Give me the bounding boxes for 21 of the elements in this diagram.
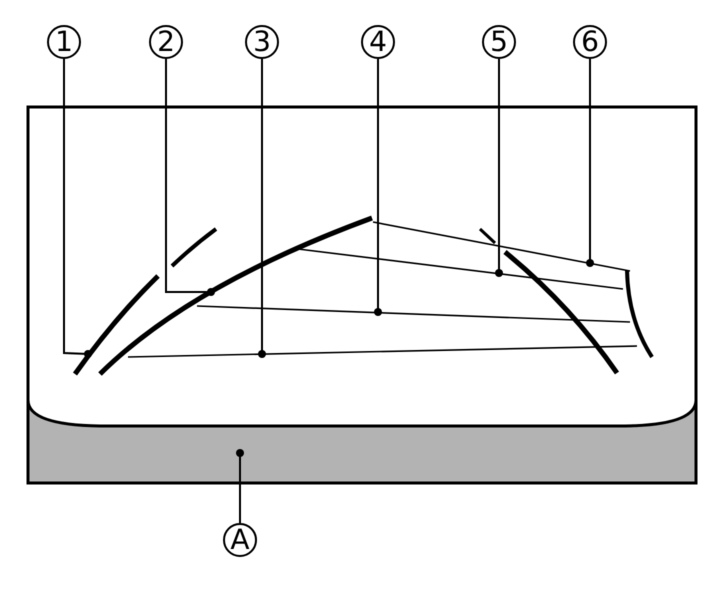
- callout-circle: [482, 25, 516, 59]
- leader-line: [495, 59, 503, 277]
- callout-circle: [149, 25, 183, 59]
- callout-number: 3: [253, 28, 271, 56]
- callout-number: 1: [55, 28, 73, 56]
- callout-number: 6: [581, 28, 599, 56]
- callout-number: 2: [157, 28, 175, 56]
- leader-line: [258, 59, 266, 358]
- leader-line: [63, 59, 92, 358]
- callout-circle: [245, 25, 279, 59]
- callout-circle: [47, 25, 81, 59]
- callout-number: A: [230, 526, 250, 554]
- callout-circle: [573, 25, 607, 59]
- callout-number: 5: [490, 28, 508, 56]
- callout-circle: [361, 25, 395, 59]
- leader-line: [374, 59, 382, 316]
- leader-line: [165, 59, 215, 296]
- leader-line: [586, 59, 594, 267]
- leader-line: [236, 449, 244, 523]
- callout-circle: [223, 523, 257, 557]
- callout-number: 4: [369, 28, 387, 56]
